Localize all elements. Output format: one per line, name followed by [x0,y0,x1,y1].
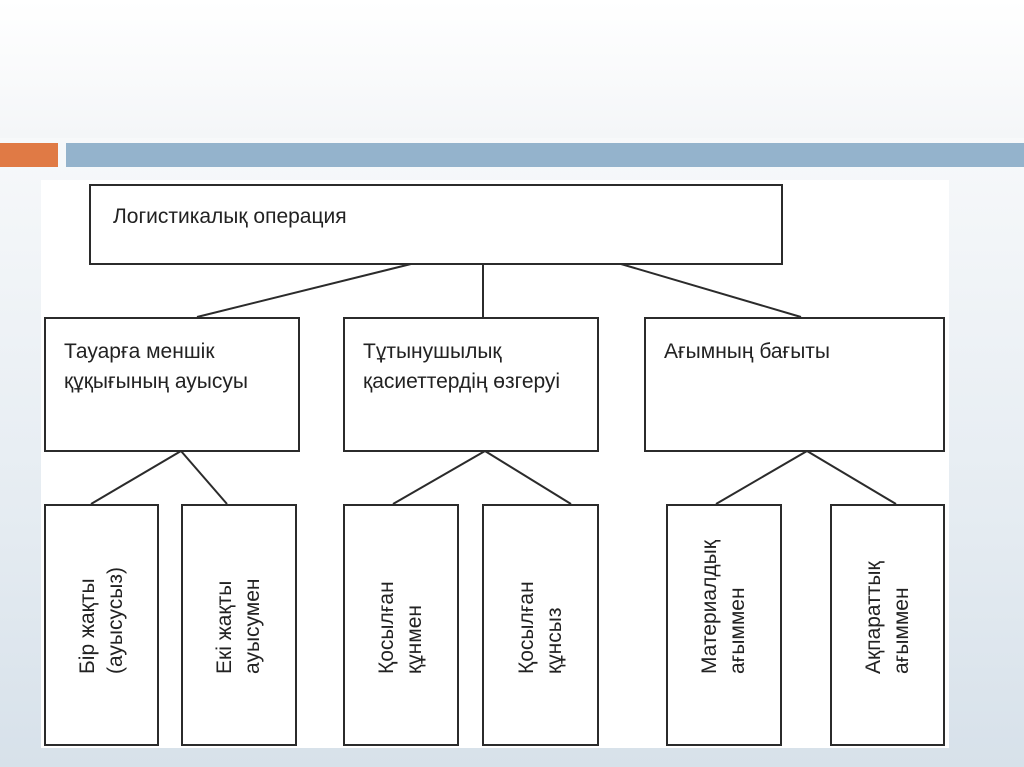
slide-title-area [0,0,1024,138]
leaf-label-4: Қосылған құнсыз [514,581,566,674]
leaf-box-5: Материалдық ағыммен [666,504,782,746]
group-box-3: Ағымның бағыты [644,317,945,452]
leaf-label-2: Екі жақты ауысумен [213,578,264,674]
leaf-box-4: Қосылған құнсыз [482,504,599,746]
connector-group-2-leaf-1 [392,450,486,505]
leaf-label-1: Бір жақты (ауысусыз) [75,566,127,674]
accent-bar-blue [66,143,1024,167]
group-label-1: Тауарға меншік құқығының ауысуы [64,340,248,393]
leaf-box-3: Қосылған құнмен [343,504,459,746]
connector-root-group-1 [196,263,412,318]
group-box-2: Тұтынушылық қасиеттердің өзгеруі [343,317,599,452]
leaf-box-6: Ақпараттық ағыммен [830,504,945,746]
connector-group-1-leaf-2 [180,450,228,505]
root-label: Логистикалық операция [113,205,347,228]
leaf-label-6: Ақпараттық ағыммен [861,561,913,674]
connector-group-2-leaf-2 [484,450,572,505]
group-box-1: Тауарға меншік құқығының ауысуы [44,317,300,452]
leaf-box-1: Бір жақты (ауысусыз) [44,504,159,746]
group-label-3: Ағымның бағыты [664,340,831,363]
connector-lines [90,263,897,505]
root-box: Логистикалық операция [89,184,783,265]
accent-bar-orange [0,143,58,167]
leaf-label-3: Қосылған құнмен [375,581,426,674]
connector-root-group-3 [620,263,802,318]
connector-group-1-leaf-1 [90,450,182,505]
leaf-box-2: Екі жақты ауысумен [181,504,297,746]
diagram-canvas: Логистикалық операция Тауарға меншік құқ… [41,180,949,748]
connector-group-3-leaf-2 [806,450,897,505]
connector-group-3-leaf-1 [715,450,808,505]
group-label-2: Тұтынушылық қасиеттердің өзгеруі [363,340,561,393]
leaf-label-5: Материалдық ағыммен [698,540,749,674]
